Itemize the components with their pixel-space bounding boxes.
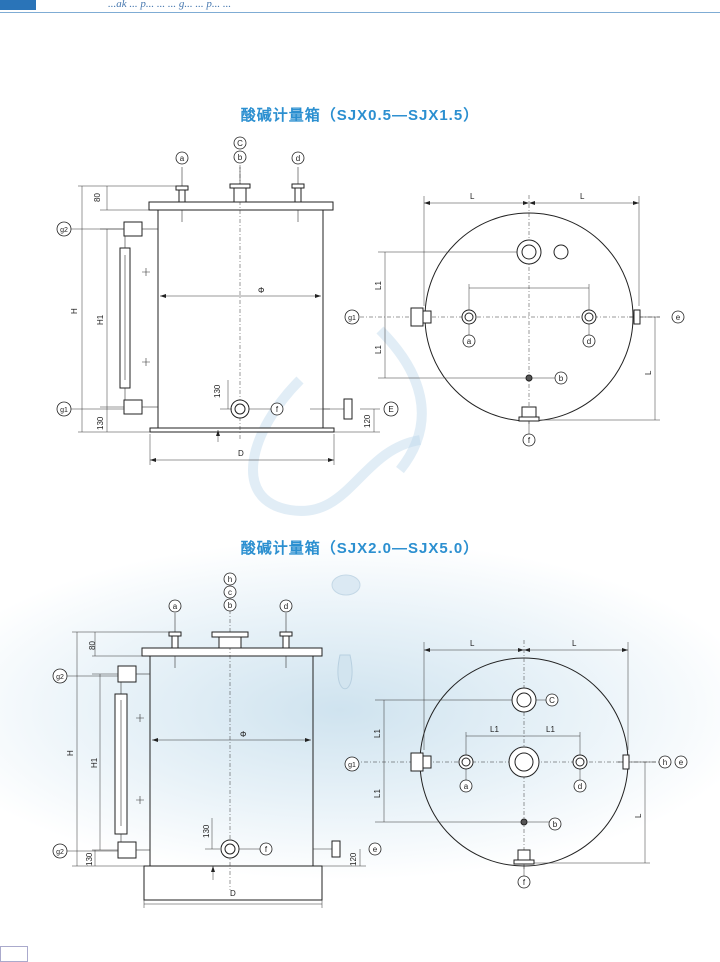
- label-bubble: [175, 151, 189, 165]
- dimension-label: Φ: [258, 286, 264, 295]
- nozzle-label: a: [173, 602, 178, 611]
- cover-plate: [141, 647, 323, 657]
- dimension-label: L1: [373, 729, 382, 738]
- nozzle-label: g2: [56, 849, 64, 856]
- nozzle-label: d: [587, 337, 591, 346]
- dimension-label: 80: [88, 641, 97, 650]
- nozzle-label: C: [237, 139, 243, 148]
- nozzle-label: d: [578, 782, 582, 791]
- dimension-label: L: [470, 639, 475, 648]
- plan-view-bottom-labels: L L L1 L1 L1 L1 L g1 C a d b h e f: [344, 639, 688, 889]
- dimension-label: 120: [363, 414, 372, 428]
- nozzle-label: e: [373, 845, 378, 854]
- dimension-label: 120: [349, 852, 358, 866]
- dimension-label: 80: [93, 193, 102, 202]
- dimension-label: H1: [90, 757, 99, 768]
- dimension-label: 130: [85, 852, 94, 866]
- dimension-label: L: [470, 192, 475, 201]
- label-bubble: [344, 309, 360, 325]
- dimension-label: L1: [374, 345, 383, 354]
- background-swirl: [376, 326, 427, 474]
- diagram-title-bottom: 酸碱计量箱（SJX2.0—SJX5.0）: [240, 540, 480, 557]
- header-rule: [0, 12, 720, 13]
- nozzle-label: b: [228, 601, 233, 610]
- label-bubble: [291, 151, 305, 165]
- nozzle-label: d: [284, 602, 288, 611]
- dimension-label: 130: [202, 824, 211, 838]
- nozzle-label: f: [528, 436, 531, 445]
- label-bubble: [168, 599, 182, 613]
- nozzle-label: a: [464, 782, 469, 791]
- header-text: ...ak ... p... ... ... g... ... p... ...: [108, 0, 232, 10]
- label-bubble: [223, 598, 237, 612]
- nozzle-label: h: [228, 575, 232, 584]
- label-bubble: [674, 755, 688, 769]
- dimension-label: D: [238, 449, 244, 458]
- label-bubble: [233, 150, 247, 164]
- nozzle-label: e: [679, 758, 684, 767]
- label-bubble: [383, 401, 399, 417]
- nozzle-label: f: [265, 845, 268, 854]
- nozzle-label: g2: [56, 674, 64, 681]
- nozzle-label: g1: [348, 315, 356, 322]
- nozzle-label: g2: [60, 227, 68, 234]
- nozzle-label: C: [549, 696, 555, 705]
- label-bubble: [671, 310, 685, 324]
- dimension-label: H: [70, 308, 79, 314]
- dimension-label: Φ: [240, 730, 246, 739]
- plan-view-top: [360, 195, 660, 425]
- background-swirl: [248, 376, 422, 516]
- nozzle-label: f: [276, 405, 279, 414]
- dimension-label: 130: [213, 384, 222, 398]
- water-drop: [337, 654, 353, 690]
- front-view-top-labels: a C b d g2 g1 f E 80 H H1 130 130 120 Φ …: [56, 136, 399, 458]
- nozzle-label: g1: [60, 407, 68, 414]
- dimension-label: L1: [374, 281, 383, 290]
- header-corner-mark: [0, 0, 36, 10]
- dimension-label: 130: [96, 416, 105, 430]
- dimension-label: L1: [373, 789, 382, 798]
- nozzle-label: d: [296, 154, 300, 163]
- nozzle-label: g1: [348, 762, 356, 769]
- nozzle-label: a: [180, 154, 185, 163]
- front-view-top: [78, 165, 380, 465]
- label-bubble: [368, 842, 382, 856]
- plan-view-top-labels: L L L1 L1 L g1 a d b e f: [344, 192, 685, 447]
- label-bubble: [658, 755, 672, 769]
- dimension-label: L: [580, 192, 585, 201]
- nozzle-label: b: [553, 820, 558, 829]
- nozzle-label: b: [238, 153, 243, 162]
- dimension-label: L: [634, 813, 643, 818]
- label-bubble: [548, 817, 562, 831]
- dimension-label: L1: [490, 725, 499, 734]
- diagram-title-top: 酸碱计量箱（SJX0.5—SJX1.5）: [240, 107, 480, 124]
- water-drop: [331, 574, 361, 596]
- dimension-label: L: [644, 370, 653, 375]
- nozzle-label: b: [559, 374, 564, 383]
- front-view-bottom-labels: h c b a d g2 g2 f e 80 H H1 130 130 120 …: [52, 572, 382, 898]
- dimension-label: L1: [546, 725, 555, 734]
- dimension-label: H1: [96, 314, 105, 325]
- label-bubble: [233, 136, 247, 150]
- dimension-label: D: [230, 889, 236, 898]
- nozzle-label: h: [663, 758, 667, 767]
- base-plate: [143, 865, 323, 901]
- label-bubble: [344, 756, 360, 772]
- dimension-label: H: [66, 750, 75, 756]
- nozzle-label: f: [523, 878, 526, 887]
- base-plate: [149, 427, 335, 433]
- nozzle-label: a: [467, 337, 472, 346]
- cover-plate: [148, 201, 334, 211]
- dimension-label: L: [572, 639, 577, 648]
- plan-view-bottom: [355, 640, 660, 870]
- nozzle-label: c: [228, 588, 232, 597]
- label-bubble: [223, 585, 237, 599]
- label-bubble: [223, 572, 237, 586]
- nozzle-label: e: [676, 313, 681, 322]
- label-bubble: [279, 599, 293, 613]
- nozzle-label: E: [388, 405, 393, 414]
- front-view-bottom: [72, 610, 366, 908]
